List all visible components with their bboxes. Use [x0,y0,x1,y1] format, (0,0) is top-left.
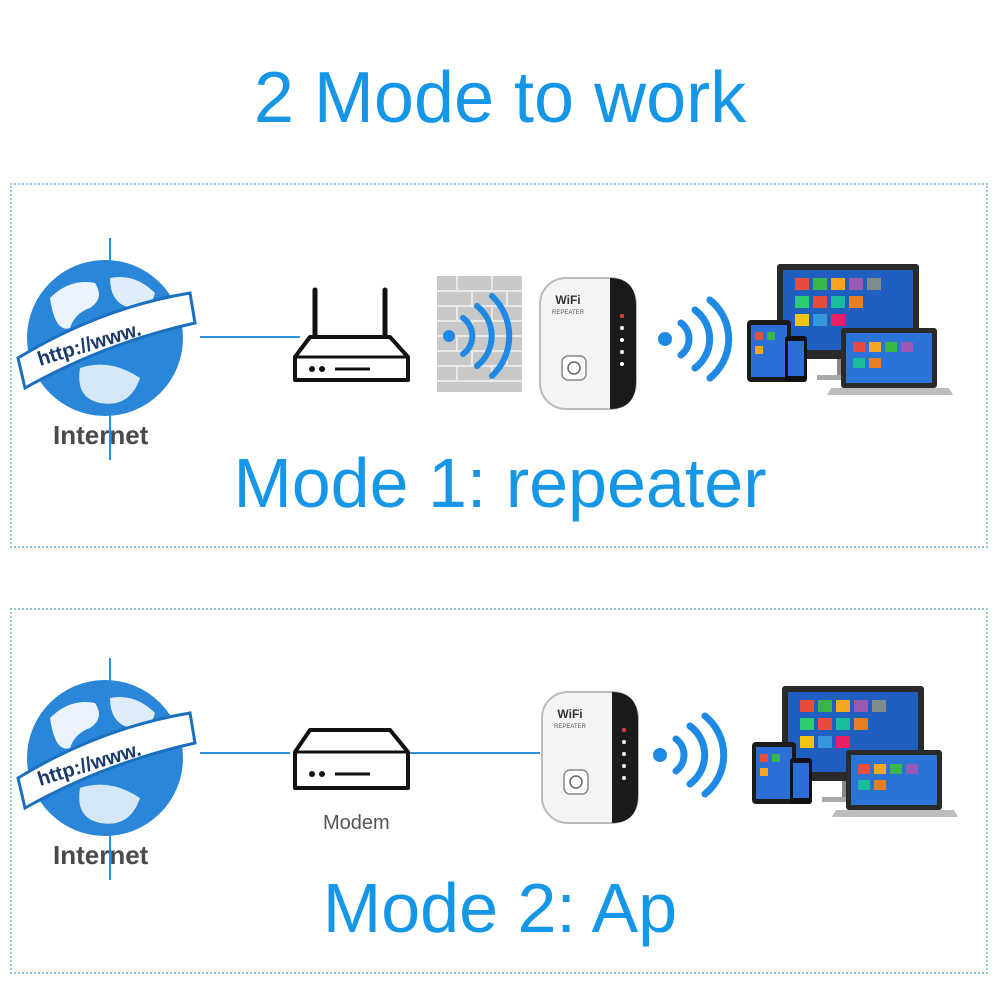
repeater-subtitle: REPEATER [554,724,587,730]
devices-icon [747,264,953,395]
internet-label: Internet [53,840,149,870]
mode1-panel [10,183,988,548]
internet-globe-icon: http://www. [16,658,197,880]
connection-line [200,752,540,754]
wifi-repeater-icon: WiFi REPEATER [541,691,639,824]
mode1-title: Mode 1: repeater [233,444,767,522]
repeater-brand: WiFi [557,707,582,721]
repeater-brand: WiFi [555,293,580,307]
modem-icon [293,728,410,790]
wifi-signal-icon [658,296,733,382]
mode2-title: Mode 2: Ap [322,869,678,947]
modem-label: Modem [323,812,390,834]
wifi-signal-icon [653,712,728,798]
connection-line [200,336,300,338]
router-icon [293,287,410,382]
repeater-subtitle: REPEATER [552,310,585,316]
wifi-repeater-icon: WiFi REPEATER [539,277,637,410]
internet-globe-icon: http://www. [16,238,197,460]
internet-label: Internet [53,420,149,450]
brick-wall-icon [437,276,522,392]
devices-icon [752,686,958,817]
mode2-panel [10,608,988,974]
page-title: 2 Mode to work [253,58,747,138]
